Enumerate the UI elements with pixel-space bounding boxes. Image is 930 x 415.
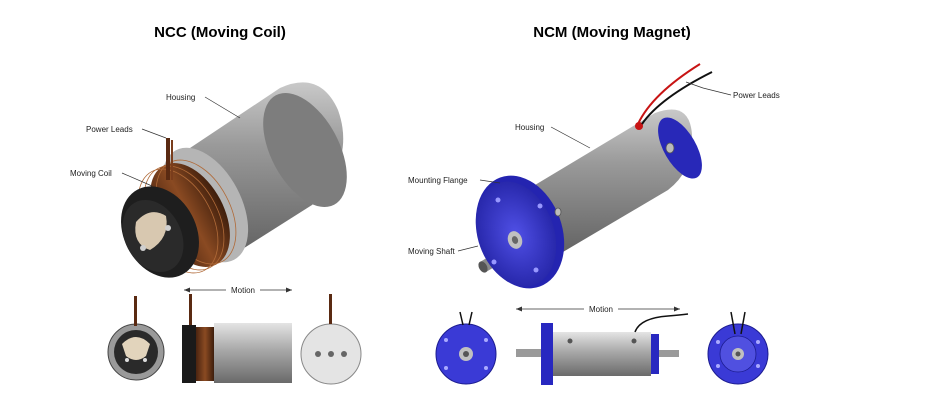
ncm-end-view-left — [435, 311, 497, 385]
svg-text:Power Leads: Power Leads — [733, 91, 780, 100]
svg-text:Housing: Housing — [515, 123, 544, 132]
ncc-label-power-leads: Power Leads — [86, 125, 167, 139]
ncc-title: NCC (Moving Coil) — [154, 24, 286, 41]
ncm-back-cap — [658, 117, 702, 179]
ncc-label-housing: Housing — [166, 93, 241, 119]
ncm-end-view-right — [707, 311, 769, 385]
ncm-power-lead-black — [641, 71, 713, 125]
ncm-label-housing: Housing — [515, 123, 591, 149]
ncm-title: NCM (Moving Magnet) — [533, 24, 691, 41]
svg-text:Power Leads: Power Leads — [86, 125, 133, 134]
ncc-end-view-right — [300, 294, 362, 385]
ncm-3d-actuator — [475, 63, 713, 289]
svg-text:Moving Shaft: Moving Shaft — [408, 247, 455, 256]
ncc-3d-actuator — [121, 82, 347, 278]
ncm-motion-indicator: Motion — [516, 304, 680, 314]
ncc-label-moving-coil: Moving Coil — [70, 169, 153, 187]
ncm-label-moving-shaft: Moving Shaft — [408, 245, 479, 256]
ncc-motion-indicator: Motion — [184, 285, 292, 295]
ncc-housing-back-face — [263, 92, 347, 208]
ncc-side-view — [182, 294, 292, 383]
svg-text:Moving Coil: Moving Coil — [70, 169, 112, 178]
ncc-face-plate — [135, 212, 167, 250]
ncc-power-lead — [166, 138, 170, 180]
ncm-power-lead-red — [637, 63, 701, 125]
svg-text:Motion: Motion — [231, 286, 255, 295]
svg-text:Mounting Flange: Mounting Flange — [408, 176, 468, 185]
svg-text:Housing: Housing — [166, 93, 195, 102]
ncm-housing-body — [530, 109, 693, 263]
ncm-side-view — [516, 313, 689, 385]
svg-text:Motion: Motion — [589, 305, 613, 314]
ncc-end-view-left — [107, 296, 165, 381]
ncm-label-power-leads: Power Leads — [685, 81, 780, 100]
ncm-label-mounting-flange: Mounting Flange — [408, 176, 501, 185]
